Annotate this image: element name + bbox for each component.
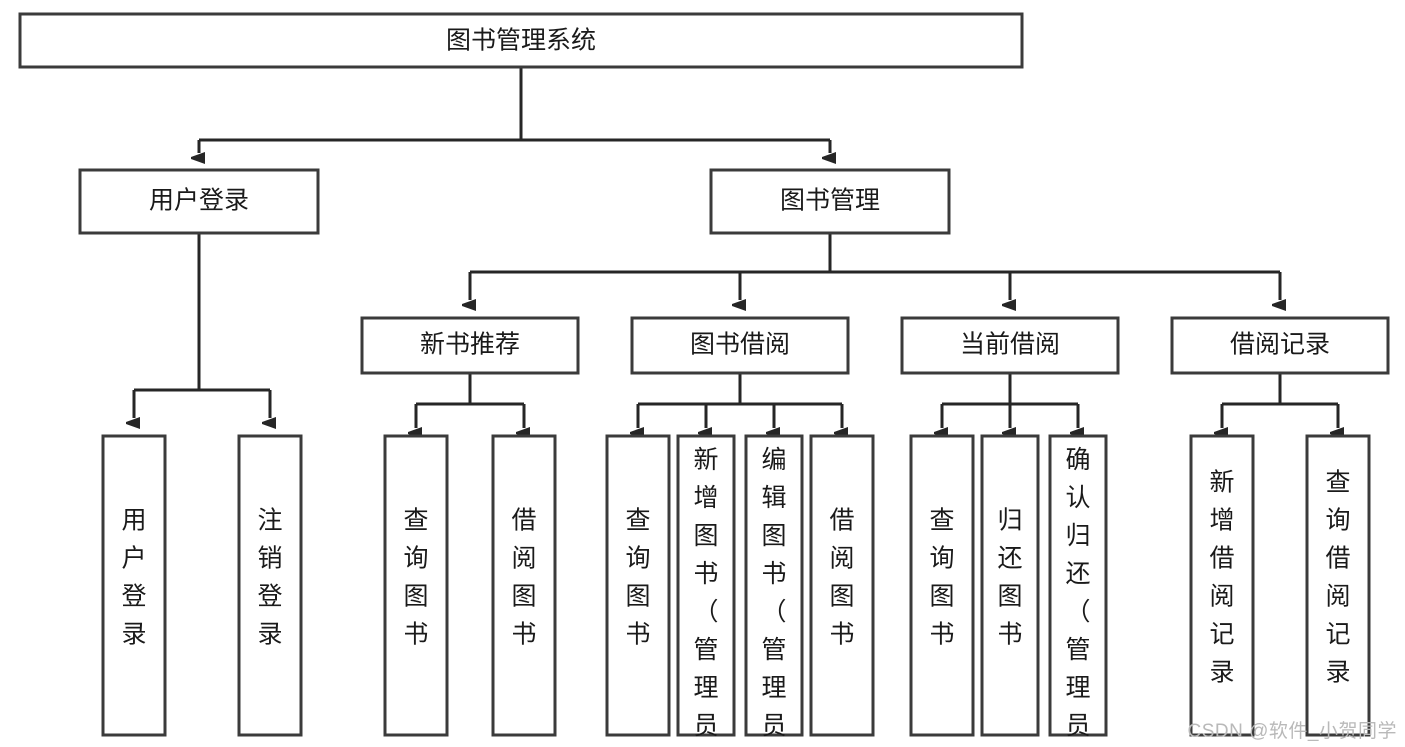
user-login-box[interactable] — [78, 168, 320, 235]
leaf-borrow-book-1-box[interactable] — [491, 434, 557, 737]
edge-new-book-recommend-bus — [416, 373, 524, 406]
book-management-label: 图书管理 — [780, 187, 880, 215]
edge-book-borrow-bus — [638, 373, 842, 406]
new-book-recommend-label: 新书推荐 — [420, 331, 520, 359]
leaf-return-book-box[interactable] — [980, 434, 1040, 737]
leaf-query-borrow-record-label: 查询借阅记录 — [1325, 469, 1350, 687]
node-new-book-recommend[interactable]: 新书推荐 — [360, 316, 580, 375]
current-borrow-box[interactable] — [900, 316, 1120, 375]
leaf-add-borrow-record-box[interactable] — [1189, 434, 1255, 737]
book-borrow-box[interactable] — [630, 316, 850, 375]
leaf-query-book-3-label: 查询图书 — [929, 507, 954, 649]
leaf-query-book-1-box[interactable] — [383, 434, 449, 737]
book-borrow-label: 图书借阅 — [690, 331, 790, 359]
node-root[interactable]: 图书管理系统 — [18, 12, 1024, 69]
leaf-nodes-group: 用户登录 注销登录 查询图书 借阅图书 查询图书 新增图书（管理员） 编辑图书（管理员） 借阅… — [101, 434, 1371, 747]
edge-borrow-record-bus — [1222, 373, 1338, 406]
edge-current-borrow-bus — [942, 373, 1078, 406]
node-leaf-confirm-return-admin[interactable]: 确认归还（管理员） — [1048, 434, 1108, 747]
node-leaf-add-book-admin[interactable]: 新增图书（管理员） — [676, 434, 736, 747]
node-leaf-logout-login[interactable]: 注销登录 — [237, 434, 303, 737]
node-leaf-query-book-3[interactable]: 查询图书 — [909, 434, 975, 737]
node-leaf-borrow-book-2[interactable]: 借阅图书 — [809, 434, 875, 737]
leaf-logout-login-label: 注销登录 — [257, 507, 282, 649]
leaf-query-book-2-label: 查询图书 — [625, 507, 650, 649]
node-leaf-borrow-book-1[interactable]: 借阅图书 — [491, 434, 557, 737]
leaf-confirm-return-admin-box[interactable] — [1048, 434, 1108, 737]
leaf-add-borrow-record-label: 新增借阅记录 — [1209, 469, 1234, 687]
leaf-query-book-1-label: 查询图书 — [403, 507, 428, 649]
current-borrow-label: 当前借阅 — [960, 331, 1060, 359]
edge-user-login-bus — [134, 233, 270, 392]
leaf-query-book-2-box[interactable] — [605, 434, 671, 737]
leaf-confirm-return-admin-label: 确认归还（管理员） — [1065, 446, 1090, 747]
edge-root-bus — [197, 67, 832, 153]
leaf-edit-book-admin-label: 编辑图书（管理员） — [761, 446, 786, 747]
book-management-box[interactable] — [709, 168, 951, 235]
edge-book-management-bus — [470, 233, 1280, 274]
node-leaf-query-book-2[interactable]: 查询图书 — [605, 434, 671, 737]
leaf-query-book-3-box[interactable] — [909, 434, 975, 737]
leaf-user-login-box[interactable] — [101, 434, 167, 737]
leaf-borrow-book-2-box[interactable] — [809, 434, 875, 737]
leaf-return-book-label: 归还图书 — [997, 507, 1022, 649]
node-leaf-query-borrow-record[interactable]: 查询借阅记录 — [1305, 434, 1371, 737]
leaf-query-borrow-record-box[interactable] — [1305, 434, 1371, 737]
node-leaf-user-login[interactable]: 用户登录 — [101, 434, 167, 737]
node-leaf-return-book[interactable]: 归还图书 — [980, 434, 1040, 737]
leaf-edit-book-admin-box[interactable] — [744, 434, 804, 737]
leaf-borrow-book-1-label: 借阅图书 — [511, 507, 536, 649]
leaf-user-login-label: 用户登录 — [121, 507, 146, 649]
leaf-borrow-book-2-label: 借阅图书 — [829, 507, 854, 649]
leaf-logout-login-box[interactable] — [237, 434, 303, 737]
node-borrow-record[interactable]: 借阅记录 — [1170, 316, 1390, 375]
root-box[interactable] — [18, 12, 1024, 69]
node-leaf-edit-book-admin[interactable]: 编辑图书（管理员） — [744, 434, 804, 747]
leaf-add-book-admin-box[interactable] — [676, 434, 736, 737]
root-label: 图书管理系统 — [446, 27, 596, 55]
node-book-borrow[interactable]: 图书借阅 — [630, 316, 850, 375]
node-current-borrow[interactable]: 当前借阅 — [900, 316, 1120, 375]
borrow-record-box[interactable] — [1170, 316, 1390, 375]
new-book-recommend-box[interactable] — [360, 316, 580, 375]
node-leaf-query-book-1[interactable]: 查询图书 — [383, 434, 449, 737]
borrow-record-label: 借阅记录 — [1230, 331, 1330, 359]
csdn-watermark: CSDN @软件_小贺同学 — [1187, 721, 1397, 742]
node-leaf-add-borrow-record[interactable]: 新增借阅记录 — [1189, 434, 1255, 737]
node-book-management[interactable]: 图书管理 — [709, 168, 951, 235]
leaf-add-book-admin-label: 新增图书（管理员） — [693, 446, 718, 747]
node-user-login[interactable]: 用户登录 — [78, 168, 320, 235]
user-login-label: 用户登录 — [149, 187, 249, 215]
edges-group — [134, 67, 1338, 428]
